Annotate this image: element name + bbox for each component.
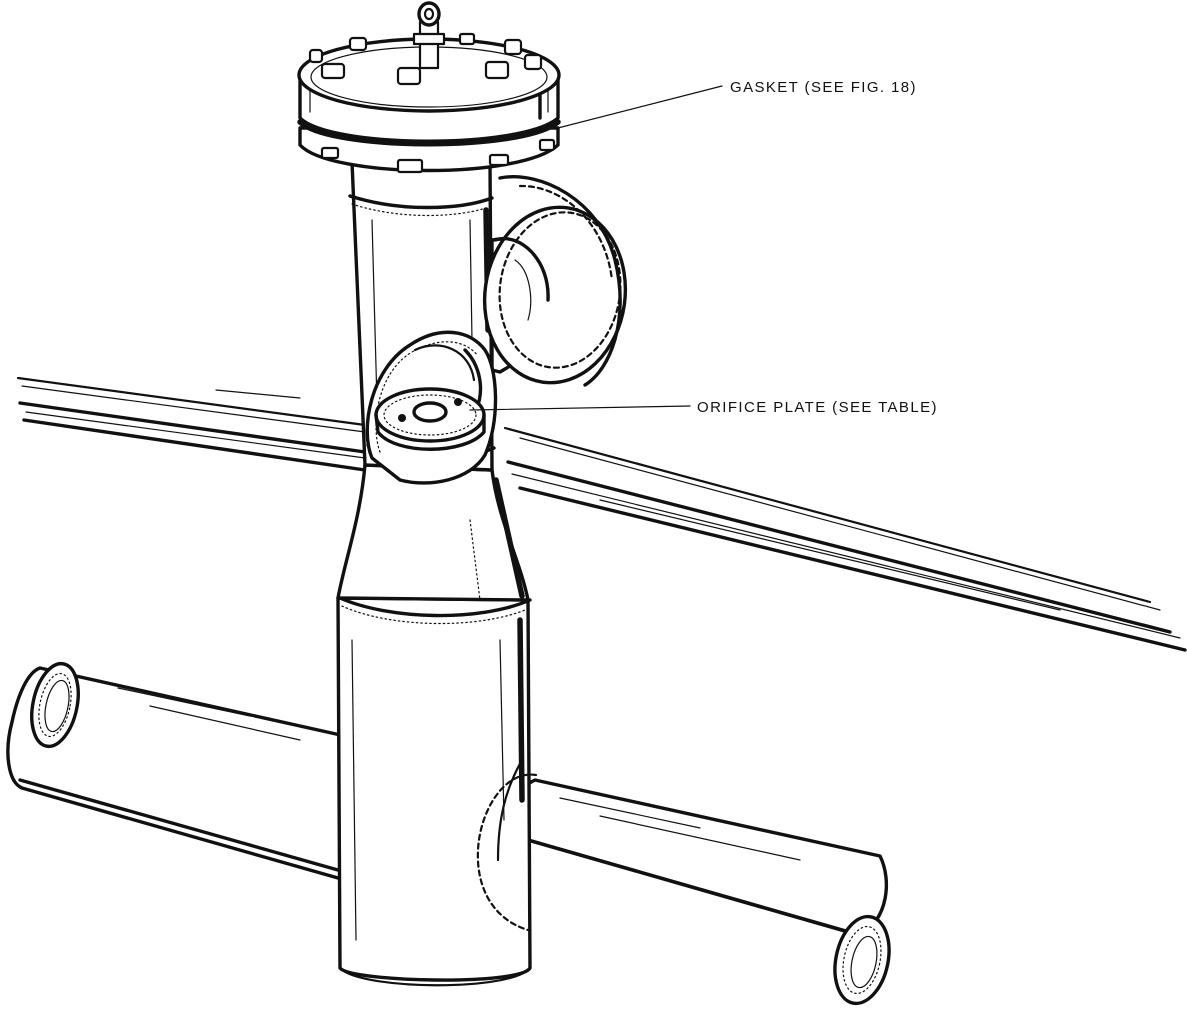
gasket-callout-label: GASKET (SEE FIG. 18) — [730, 79, 917, 96]
top-blind-flange — [297, 1, 561, 174]
callout-gasket: GASKET (SEE FIG. 18) — [557, 79, 917, 129]
side-outlet-elbow — [482, 175, 628, 387]
eye-bolt — [412, 1, 446, 70]
gasket-leader-line — [557, 85, 723, 129]
callout-orifice-plate: ORIFICE PLATE (SEE TABLE) — [469, 399, 938, 416]
branch-pipe — [6, 661, 891, 1006]
orifice-plate — [374, 387, 486, 451]
orifice-plate-callout-label: ORIFICE PLATE (SEE TABLE) — [697, 399, 938, 416]
orifice-plate-leader-line — [469, 405, 691, 411]
background-header-pipe — [16, 376, 1187, 652]
flange-bolts — [308, 32, 556, 174]
